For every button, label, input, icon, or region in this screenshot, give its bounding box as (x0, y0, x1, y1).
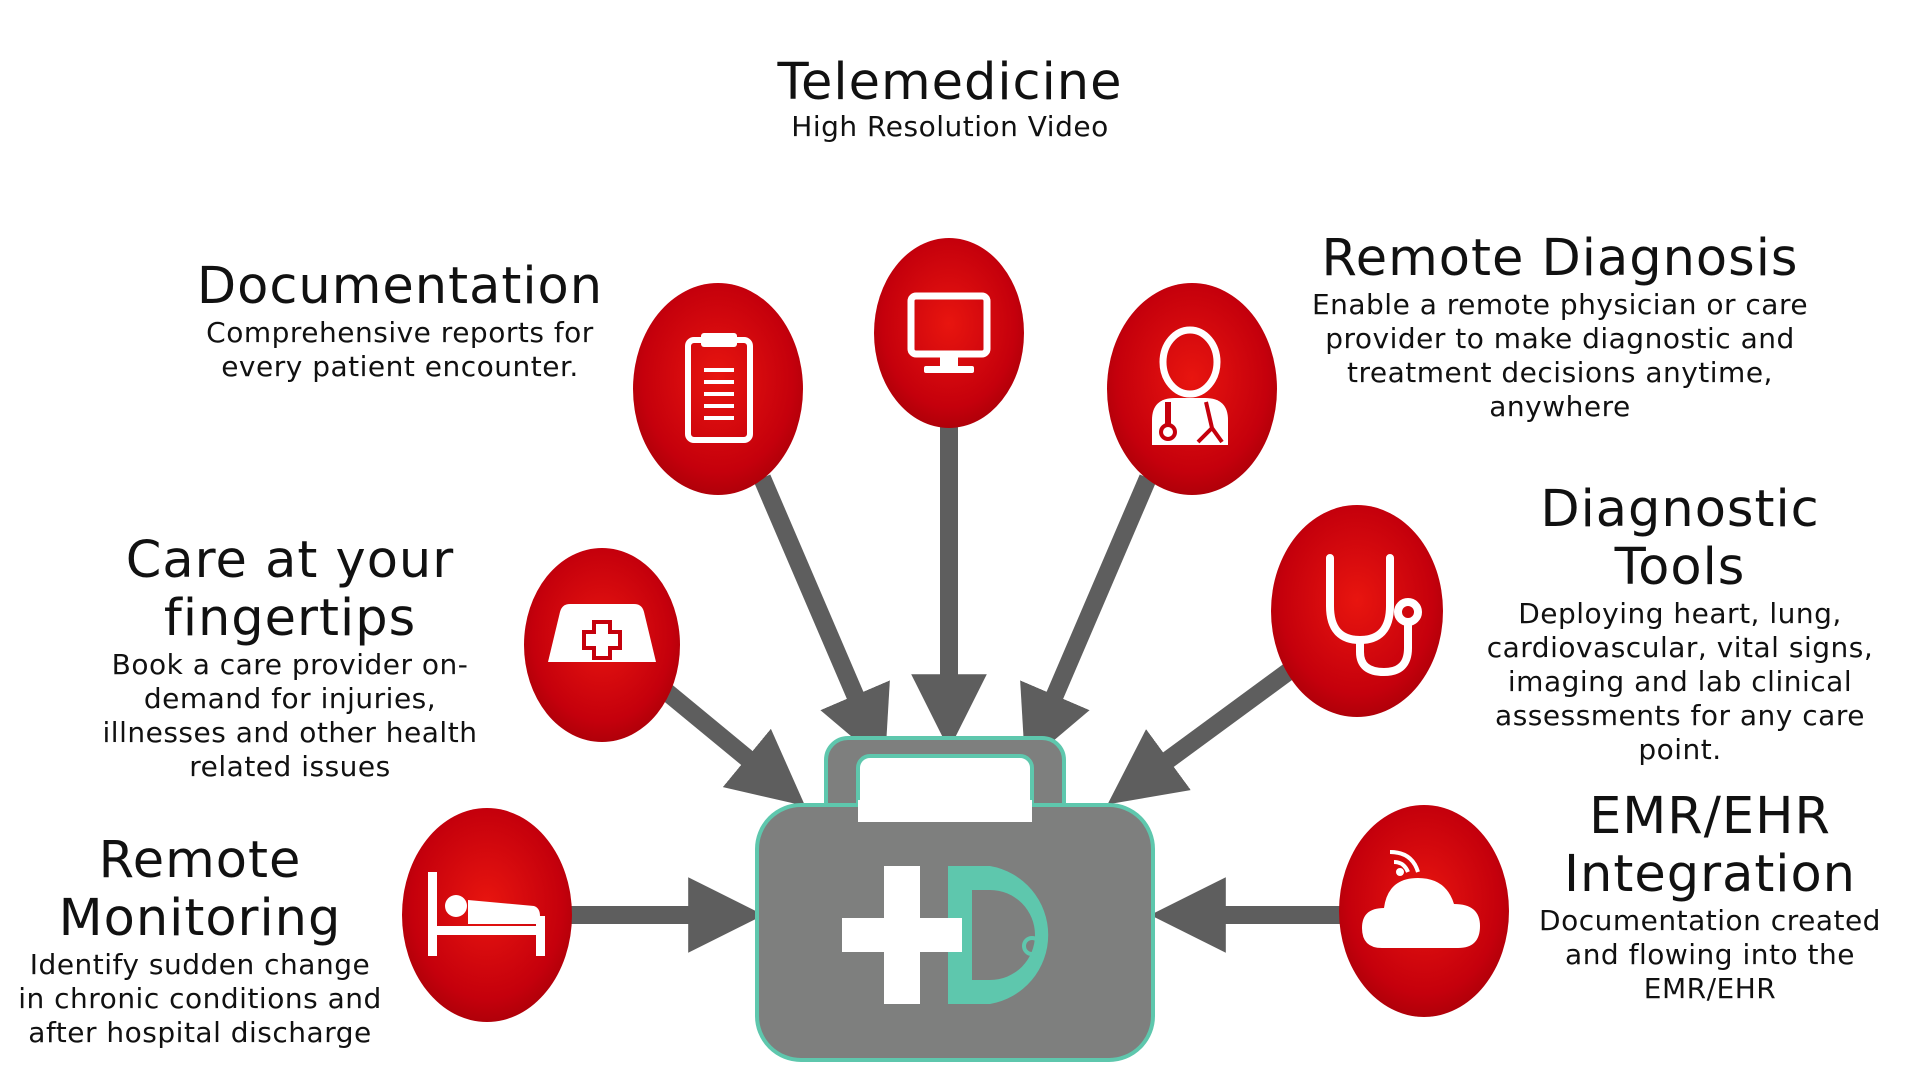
remote-diagnosis-line-1: Enable a remote physician or care (1311, 288, 1809, 321)
care-fingertips-line-1: Book a care provider on- (111, 648, 469, 681)
label-telemedicine: Telemedicine High Resolution Video (750, 54, 1150, 144)
label-remote-monitoring: Remote Monitoring Identify sudden change… (0, 832, 400, 1050)
node-diagnostic-tools (1271, 505, 1443, 717)
diagnostic-tools-line-1: Deploying heart, lung, (1518, 597, 1842, 630)
emr-ehr-line-2: and flowing into the (1565, 938, 1855, 971)
remote-diagnosis-line-2: provider to make diagnostic and (1325, 322, 1795, 355)
plus-d-logo-icon (842, 866, 1049, 1004)
hospital-bed-icon (428, 872, 545, 956)
diagnostic-tools-line-4: assessments for any care (1495, 699, 1865, 732)
label-documentation: Documentation Comprehensive reports for … (180, 258, 620, 384)
nurse-cap-icon (548, 604, 656, 662)
telemedicine-subtitle: High Resolution Video (791, 110, 1109, 143)
remote-diagnosis-line-4: anywhere (1489, 390, 1631, 423)
care-fingertips-line-3: illnesses and other health (102, 716, 478, 749)
node-documentation-circle (633, 283, 803, 495)
emr-ehr-title-1: EMR/EHR (1589, 787, 1831, 846)
care-fingertips-title-1: Care at your (125, 531, 455, 590)
diagnostic-tools-line-5: point. (1638, 733, 1722, 766)
remote-monitoring-title-2: Monitoring (58, 889, 342, 948)
care-fingertips-line-2: demand for injuries, (143, 682, 437, 715)
documentation-line-1: Comprehensive reports for (206, 316, 594, 349)
node-remote-diagnosis-circle (1107, 283, 1277, 495)
documentation-line-2: every patient encounter. (221, 350, 579, 383)
label-diagnostic-tools: Diagnostic Tools Deploying heart, lung, … (1470, 481, 1890, 767)
emr-ehr-line-1: Documentation created (1539, 904, 1881, 937)
remote-monitoring-line-2: in chronic conditions and (18, 982, 382, 1015)
node-telemedicine-circle (874, 238, 1024, 428)
node-documentation (633, 283, 803, 495)
cloud-wifi-icon (1362, 850, 1480, 948)
telemedicine-title: Telemedicine (777, 53, 1123, 112)
remote-monitoring-title-1: Remote (98, 831, 302, 890)
node-care-fingertips (524, 548, 680, 742)
remote-diagnosis-title: Remote Diagnosis (1321, 229, 1799, 288)
label-remote-diagnosis: Remote Diagnosis Enable a remote physici… (1300, 230, 1820, 424)
node-remote-monitoring (402, 808, 572, 1022)
care-fingertips-title-2: fingertips (163, 589, 417, 648)
arrow-remote-diagnosis (1020, 474, 1157, 765)
node-remote-diagnosis (1107, 283, 1277, 495)
remote-monitoring-line-1: Identify sudden change (29, 948, 371, 981)
diagnostic-tools-line-3: imaging and lab clinical (1507, 665, 1853, 698)
emr-ehr-line-3: EMR/EHR (1643, 972, 1777, 1005)
stethoscope-icon (1326, 554, 1422, 677)
node-telemedicine (874, 238, 1024, 428)
label-emr-ehr: EMR/EHR Integration Documentation create… (1520, 788, 1900, 1006)
arrow-documentation (753, 474, 890, 765)
clipboard-icon (685, 333, 753, 443)
remote-monitoring-line-3: after hospital discharge (28, 1016, 372, 1049)
node-emr-ehr (1339, 805, 1509, 1017)
arrow-care-fingertips (656, 681, 806, 807)
diagnostic-tools-title: Diagnostic Tools (1540, 480, 1820, 597)
arrow-diagnostic-tools (1107, 655, 1306, 805)
label-care-fingertips: Care at your fingertips Book a care prov… (90, 532, 490, 784)
emr-ehr-title-2: Integration (1563, 845, 1857, 904)
diagnostic-tools-line-2: cardiovascular, vital signs, (1486, 631, 1874, 664)
documentation-title: Documentation (196, 257, 604, 316)
care-fingertips-line-4: related issues (189, 750, 391, 783)
doctor-icon (1152, 326, 1228, 445)
remote-diagnosis-line-3: treatment decisions anytime, (1347, 356, 1773, 389)
arrows (570, 425, 1352, 953)
monitor-icon (907, 292, 991, 373)
